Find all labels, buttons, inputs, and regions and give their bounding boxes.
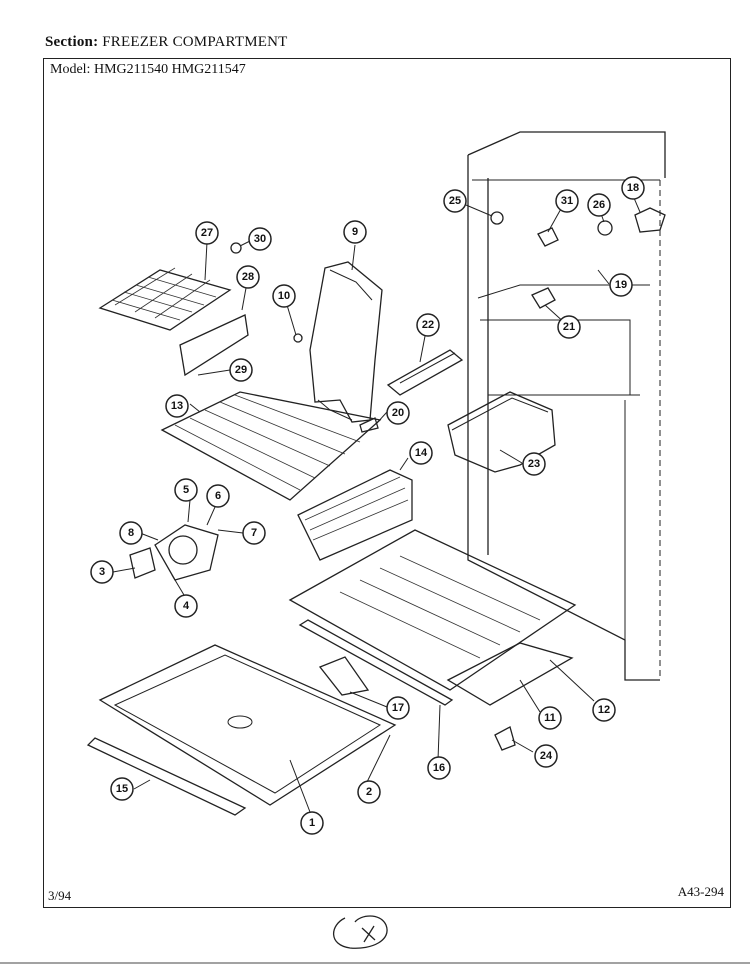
fan-motor-assembly: [129, 524, 219, 581]
callout-7: 7: [242, 521, 266, 545]
part-9-duct: [309, 261, 383, 423]
svg-text:27: 27: [201, 227, 213, 239]
svg-text:1: 1: [309, 817, 315, 829]
svg-text:18: 18: [627, 182, 639, 194]
part-27-tray: [98, 267, 232, 331]
svg-text:20: 20: [392, 407, 404, 419]
part-25-knob: [490, 211, 504, 225]
svg-text:24: 24: [540, 750, 553, 762]
callout-10: 10: [272, 284, 296, 308]
svg-text:30: 30: [254, 233, 266, 245]
callout-23: 23: [522, 452, 546, 476]
part-21-bracket: [531, 287, 556, 309]
svg-text:11: 11: [544, 712, 556, 724]
svg-text:3: 3: [99, 566, 105, 578]
svg-text:17: 17: [392, 702, 404, 714]
callout-15: 15: [110, 777, 134, 801]
callout-9: 9: [343, 220, 367, 244]
svg-text:13: 13: [171, 400, 183, 412]
part-16-strip: [298, 619, 454, 706]
callout-22: 22: [416, 313, 440, 337]
svg-text:8: 8: [128, 527, 134, 539]
callout-17: 17: [386, 696, 410, 720]
svg-text:16: 16: [433, 762, 445, 774]
part-31-bracket: [537, 227, 559, 247]
callout-14: 14: [409, 441, 433, 465]
svg-text:14: 14: [415, 447, 428, 459]
svg-text:29: 29: [235, 364, 247, 376]
callout-8: 8: [119, 521, 143, 545]
model-label: Model:: [50, 62, 91, 77]
part-13-shelf: [160, 391, 382, 501]
part-17-clip: [318, 656, 370, 696]
svg-text:2: 2: [366, 786, 372, 798]
part-1-bottom-tray: [98, 644, 397, 806]
callout-3: 3: [90, 560, 114, 584]
callout-30: 30: [248, 227, 272, 251]
callout-24: 24: [534, 744, 558, 768]
footer-code: A43-294: [677, 884, 724, 899]
callout-13: 13: [165, 394, 189, 418]
svg-text:25: 25: [449, 195, 461, 207]
section-header: Section: FREEZER COMPARTMENT: [45, 34, 288, 51]
svg-text:28: 28: [242, 271, 254, 283]
svg-text:23: 23: [528, 458, 540, 470]
footer-date: 3/94: [48, 888, 72, 903]
callout-25: 25: [443, 189, 467, 213]
svg-text:7: 7: [251, 527, 257, 539]
callout-4: 4: [174, 594, 198, 618]
svg-text:4: 4: [183, 600, 190, 612]
part-10-screw: [293, 333, 303, 343]
svg-text:15: 15: [116, 783, 128, 795]
svg-text:19: 19: [615, 279, 627, 291]
callout-1: 1: [300, 811, 324, 835]
callout-28: 28: [236, 265, 260, 289]
svg-text:21: 21: [563, 321, 575, 333]
svg-text:26: 26: [593, 199, 605, 211]
svg-text:12: 12: [598, 704, 610, 716]
svg-text:9: 9: [352, 226, 358, 238]
handwritten-mark: [332, 915, 388, 949]
part-12-floor-shelf: [288, 529, 577, 691]
svg-text:5: 5: [183, 484, 189, 496]
model-values: HMG211540 HMG211547: [93, 62, 246, 77]
callout-26: 26: [587, 193, 611, 217]
svg-text:22: 22: [422, 319, 434, 331]
callout-20: 20: [386, 401, 410, 425]
svg-text:31: 31: [561, 195, 573, 207]
svg-text:6: 6: [215, 490, 221, 502]
callout-12: 12: [592, 698, 616, 722]
part-14-grille: [297, 469, 413, 561]
part-28-plate: [179, 314, 249, 377]
callout-21: 21: [557, 315, 581, 339]
svg-text:10: 10: [278, 290, 290, 302]
part-11-pan: [446, 642, 574, 706]
callout-29: 29: [229, 358, 253, 382]
section-label: Section:: [45, 34, 99, 50]
part-18-thermostat: [634, 207, 666, 233]
diagram-frame: [43, 58, 731, 908]
model-line: Model: HMG211540 HMG211547: [50, 62, 246, 78]
part-15-strip: [86, 737, 247, 816]
part-20-clip: [359, 417, 379, 433]
callout-16: 16: [427, 756, 451, 780]
callout-27: 27: [195, 221, 219, 245]
callout-6: 6: [206, 484, 230, 508]
callout-19: 19: [609, 273, 633, 297]
cabinet-outline: [467, 131, 666, 681]
callout-2: 2: [357, 780, 381, 804]
part-26-knob: [597, 220, 613, 236]
callout-5: 5: [174, 478, 198, 502]
callout-11: 11: [538, 706, 562, 730]
callout-31: 31: [555, 189, 579, 213]
part-24-bracket: [494, 726, 516, 751]
part-22-ice-tray: [386, 349, 464, 396]
callout-18: 18: [621, 176, 645, 200]
section-value: FREEZER COMPARTMENT: [102, 34, 288, 50]
part-30-cap: [230, 242, 242, 254]
